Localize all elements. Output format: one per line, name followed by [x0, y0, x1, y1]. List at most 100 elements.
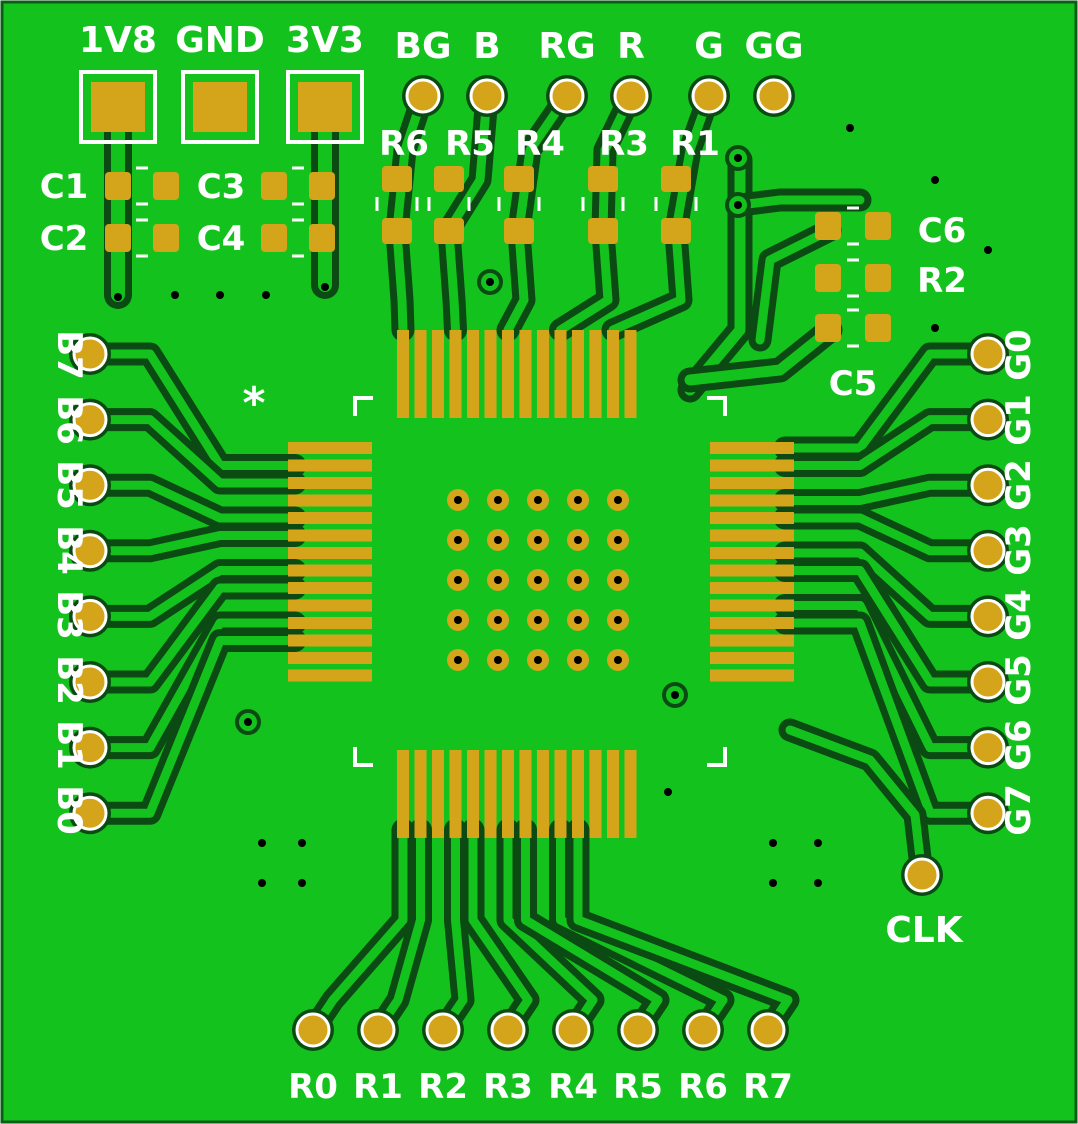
label-r4: R4 — [515, 124, 565, 164]
trace-clk — [785, 725, 927, 880]
qfp-right-pad — [710, 477, 794, 489]
stitch-via-6 — [931, 176, 939, 184]
qfp-bottom-pad — [537, 750, 549, 838]
trace-right-5 — [780, 566, 993, 687]
cap-c4-pad-a — [261, 224, 287, 252]
thermal-via-drill — [534, 576, 542, 584]
via-drill-3 — [244, 718, 252, 726]
bottom-pin-7-pad — [750, 1012, 786, 1048]
stitch-via-13 — [769, 839, 777, 847]
thermal-via-drill — [614, 496, 622, 504]
qfp-top-pad — [589, 330, 602, 418]
right-pin-0-pad — [970, 336, 1006, 372]
label-g5: G5 — [999, 654, 1039, 706]
top-pin-5-pad — [756, 78, 792, 114]
thermal-via-drill — [494, 496, 502, 504]
label-r6: R6 — [379, 124, 429, 164]
stitch-via-3 — [216, 291, 224, 299]
label-g7: G7 — [999, 784, 1039, 836]
right-pin-3-pad — [970, 533, 1006, 569]
thermal-via-drill — [454, 576, 462, 584]
stitch-via-15 — [769, 879, 777, 887]
cap-c3-pad-a — [261, 172, 287, 200]
stitch-via-5 — [846, 124, 854, 132]
power-pad-0 — [91, 82, 145, 132]
trace-right-0 — [780, 349, 993, 453]
resistor-bottom-pad-1 — [434, 218, 464, 244]
trace-left-2 — [85, 480, 300, 523]
cap-c2-pad-a — [105, 224, 131, 252]
label-b3: B3 — [49, 590, 89, 640]
stitch-via-9 — [258, 839, 266, 847]
trace-left-6 — [85, 618, 300, 753]
power-pad-2 — [298, 82, 352, 132]
thermal-via-drill — [534, 496, 542, 504]
qfp-top-pad — [502, 330, 514, 418]
power-pad-outline-1 — [181, 70, 259, 144]
cap-c1-pad-b — [153, 172, 179, 200]
trace-c6 — [755, 225, 835, 345]
qfp-bottom-pad — [414, 750, 427, 838]
qfp-right-pad — [710, 547, 794, 559]
left-label-column: B7 B6 B5 B4 B3 B2 B1 B0 — [49, 330, 89, 835]
via-drill-1 — [734, 201, 742, 209]
label-r: R — [617, 26, 645, 67]
trace-right-1 — [780, 415, 993, 470]
via-drill-4 — [671, 691, 679, 699]
label-r1-bottom: R1 — [353, 1067, 403, 1107]
thermal-via-drill — [454, 656, 462, 664]
qfp-top-pad — [467, 330, 479, 418]
bottom-pin-5-pad — [620, 1012, 656, 1048]
label-r3-bottom: R3 — [483, 1067, 533, 1107]
stitch-via-14 — [814, 839, 822, 847]
qfp-right-pad — [710, 617, 794, 629]
stitch-via-2 — [171, 291, 179, 299]
qfp-left-pad — [288, 547, 372, 559]
label-gg: GG — [744, 26, 803, 67]
label-c5: C5 — [829, 364, 878, 404]
thermal-via-drill — [574, 616, 582, 624]
right-label-column: G0 G1 G2 G3 G4 G5 G6 G7 — [999, 329, 1039, 836]
stitch-via-8 — [931, 324, 939, 332]
left-pin-4-pad — [72, 598, 108, 634]
qfp-top-pad — [519, 330, 532, 418]
qfp-corner-mark-1 — [707, 396, 727, 416]
trace-left-1 — [85, 415, 300, 488]
label-b2: B2 — [49, 655, 89, 705]
top-pin-2-pad — [549, 78, 585, 114]
right-pin-2-pad — [970, 467, 1006, 503]
label-3v3: 3V3 — [286, 20, 364, 61]
label-g: G — [694, 26, 724, 67]
trace-c5 — [684, 324, 836, 386]
stitch-via-12 — [298, 879, 306, 887]
qfp-bottom-pad — [467, 750, 479, 838]
label-c6: C6 — [918, 211, 967, 251]
thermal-vias — [447, 489, 629, 671]
stitch-via-10 — [298, 839, 306, 847]
qfp-left-pad — [288, 669, 372, 682]
right-pin-6-pad — [970, 730, 1006, 766]
left-pin-1-pad — [72, 402, 108, 438]
trace-res-qfp-3 — [556, 227, 613, 335]
top-pin-4-pad — [691, 78, 727, 114]
cap-c2-pad-b — [153, 224, 179, 252]
left-pin-3-pad — [72, 533, 108, 569]
label-1v8: 1V8 — [79, 20, 157, 61]
label-rg: RG — [538, 26, 595, 67]
qfp-left-pad — [288, 512, 372, 524]
trace-right-4 — [780, 548, 993, 621]
top-pin-3-pad — [613, 78, 649, 114]
right-pin-5-pad — [970, 664, 1006, 700]
trace-top-b — [444, 91, 492, 235]
resistor-top-pad-2 — [504, 166, 534, 192]
left-pin-6-pad — [72, 730, 108, 766]
label-b4: B4 — [49, 525, 89, 575]
qfp-bottom-pad — [572, 750, 584, 838]
stitch-via-11 — [258, 879, 266, 887]
resistor-top-pad-4 — [661, 166, 691, 192]
qfp-left-pad — [288, 564, 372, 577]
via-layer — [114, 124, 992, 887]
label-r2: R2 — [917, 261, 967, 301]
power-pad-outline-2 — [286, 70, 364, 144]
